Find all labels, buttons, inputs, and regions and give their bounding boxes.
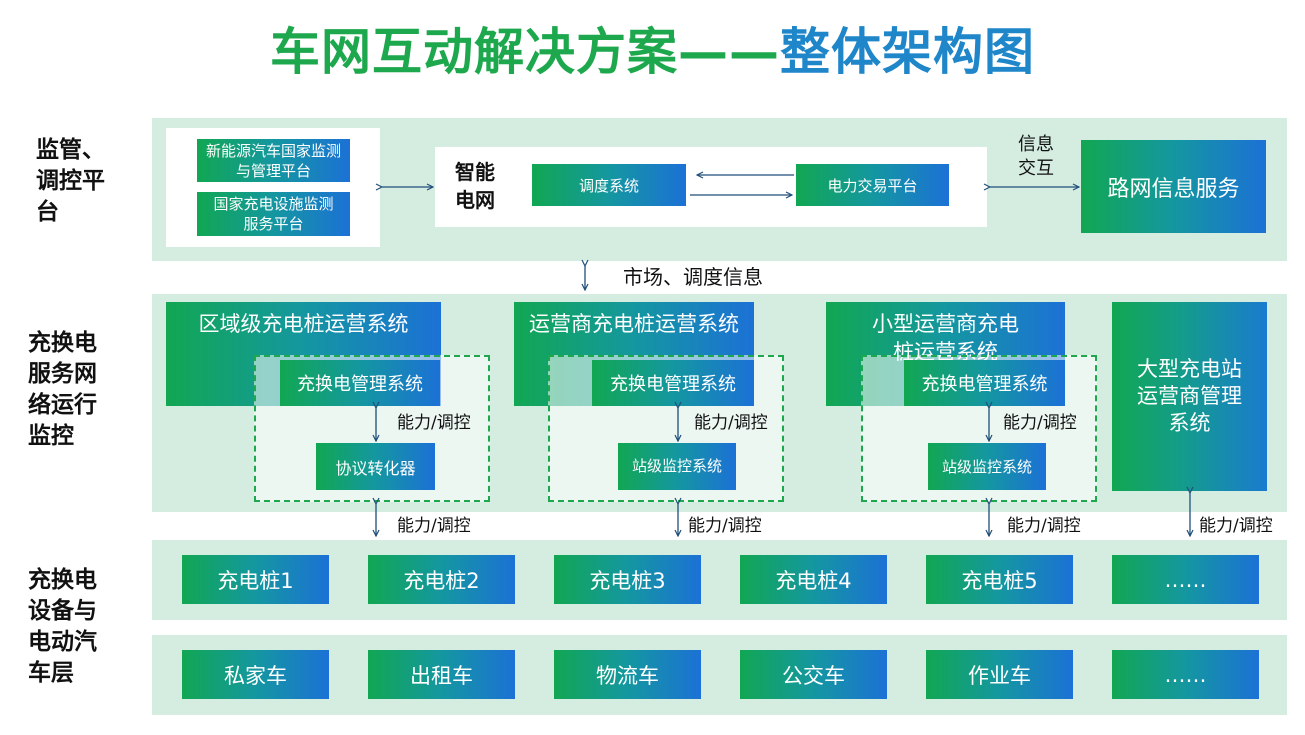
title-dash: ——	[678, 23, 780, 81]
layer-label-supervision: 监管、调控平台	[36, 137, 105, 225]
swap-management-system-3: 充换电管理系统	[904, 360, 1065, 406]
charger-3: 充电桩3	[554, 555, 701, 604]
charging-facility-platform: 国家充电设施监测服务平台	[197, 192, 350, 236]
dispatch-system: 调度系统	[532, 164, 686, 206]
vehicle-utility: 作业车	[926, 650, 1073, 699]
capability-label-2: 能力/调控	[694, 413, 768, 433]
title-part1: 车网互动解决方案	[270, 23, 678, 81]
ev-monitoring-platform: 新能源汽车国家监测与管理平台	[197, 139, 350, 182]
vehicle-more: ……	[1112, 650, 1259, 699]
page-title: 车网互动解决方案——整体架构图	[0, 22, 1305, 82]
station-monitor-system-2: 站级监控系统	[928, 443, 1046, 490]
info-exchange-label: 信息交互	[1018, 134, 1054, 179]
down-link-label-4: 能力/调控	[1199, 516, 1273, 536]
layer-label-device: 充换电设备与电动汽车层	[28, 567, 97, 686]
down-link-label-3: 能力/调控	[1007, 516, 1081, 536]
charger-5: 充电桩5	[926, 555, 1073, 604]
vehicle-taxi: 出租车	[368, 650, 515, 699]
capability-label-1: 能力/调控	[397, 413, 471, 433]
station-monitor-system-1: 站级监控系统	[618, 443, 736, 490]
road-info-service: 路网信息服务	[1081, 140, 1266, 233]
charger-band	[152, 540, 1287, 620]
smart-grid-label: 智能电网	[455, 160, 495, 212]
vehicle-bus: 公交车	[740, 650, 887, 699]
protocol-converter: 协议转化器	[316, 443, 435, 490]
swap-management-system-2: 充换电管理系统	[592, 360, 754, 406]
vehicle-band	[152, 635, 1287, 715]
title-part2: 整体架构图	[780, 23, 1035, 81]
down-link-label-1: 能力/调控	[397, 516, 471, 536]
charger-more: ……	[1112, 555, 1259, 604]
swap-management-system-1: 充换电管理系统	[280, 360, 440, 406]
down-link-label-2: 能力/调控	[688, 516, 762, 536]
charger-2: 充电桩2	[368, 555, 515, 604]
large-station-operator-system: 大型充电站运营商管理系统	[1112, 302, 1267, 491]
layer-label-network: 充换电服务网络运行监控	[28, 330, 97, 449]
vehicle-private-car: 私家车	[182, 650, 329, 699]
power-trading-platform: 电力交易平台	[796, 164, 949, 206]
capability-label-3: 能力/调控	[1003, 413, 1077, 433]
market-dispatch-info: 市场、调度信息	[623, 265, 763, 289]
charger-4: 充电桩4	[740, 555, 887, 604]
vehicle-logistics: 物流车	[554, 650, 701, 699]
charger-1: 充电桩1	[182, 555, 329, 604]
